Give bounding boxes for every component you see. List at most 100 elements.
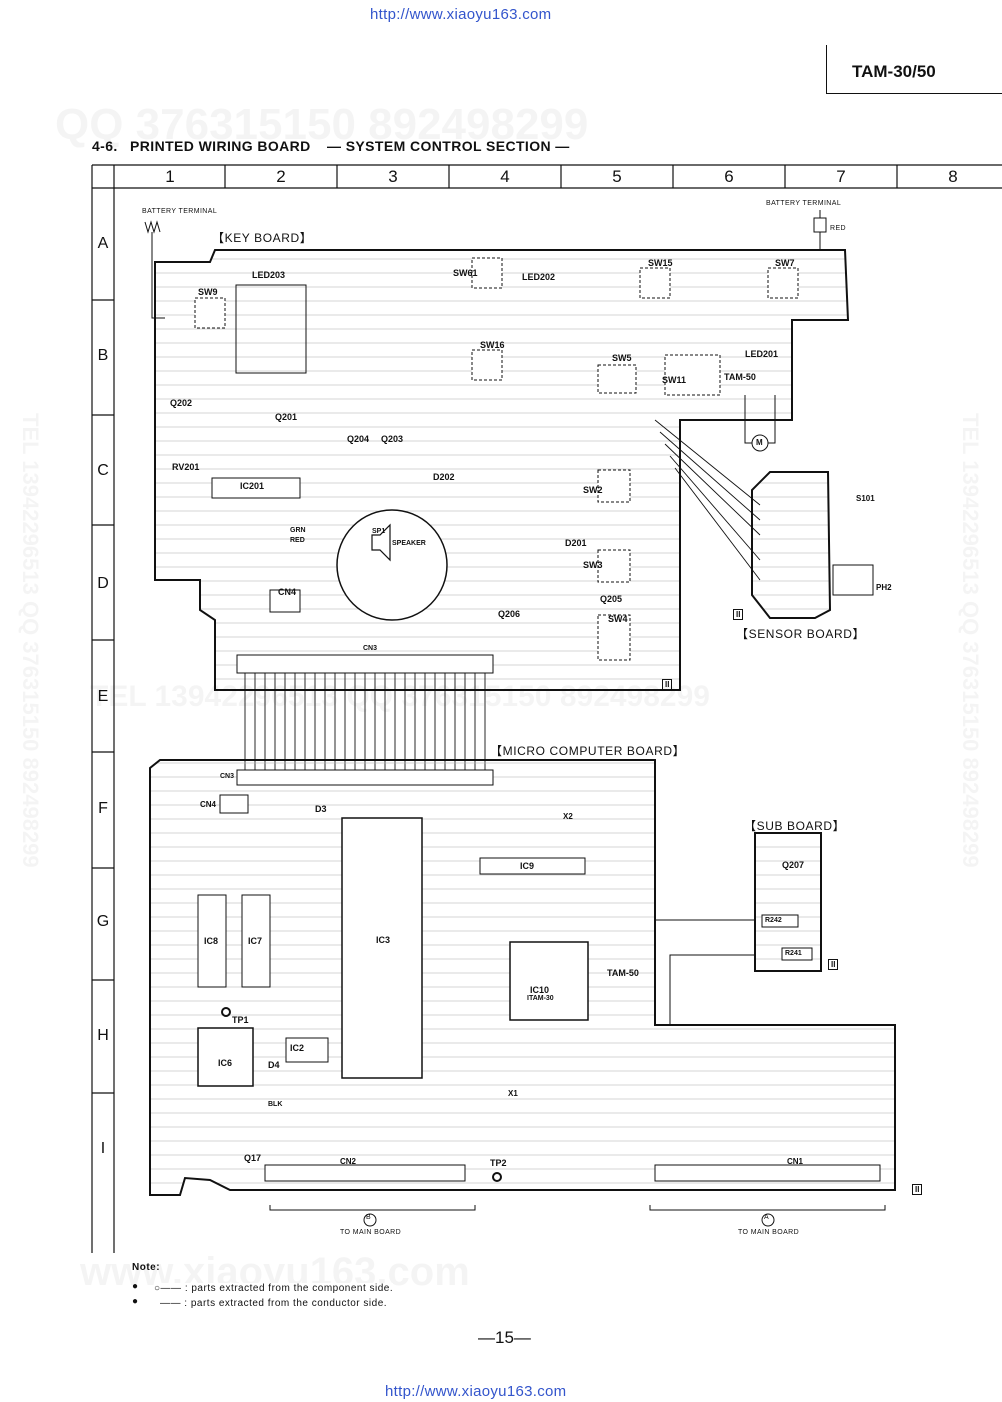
q207-label: Q207 bbox=[782, 860, 805, 870]
sensor-board-label: 【SENSOR BOARD】 bbox=[736, 627, 866, 641]
model-box: TAM-30/50 bbox=[826, 45, 1002, 94]
tam50-micro-label: TAM-50 bbox=[607, 968, 639, 978]
column-number-4: 4 bbox=[500, 167, 510, 186]
note-1-body: ○—— : parts extracted from the component… bbox=[154, 1283, 394, 1294]
x2-label: X2 bbox=[563, 812, 573, 821]
section-title: PRINTED WIRING BOARD bbox=[130, 138, 311, 154]
cn3-key-connector bbox=[236, 654, 494, 674]
ic8-label: IC8 bbox=[204, 936, 219, 946]
row-letter-c: C bbox=[97, 462, 109, 479]
ic10-label: IC10 bbox=[530, 985, 550, 995]
ic2-label: IC2 bbox=[290, 1043, 305, 1053]
cn1-connector bbox=[654, 1164, 881, 1182]
note-1-text: ○—— : parts extracted from the component… bbox=[154, 1283, 394, 1294]
mark-ii-sensor: II bbox=[733, 609, 744, 620]
r241-box bbox=[781, 947, 813, 961]
q206-label: Q206 bbox=[498, 609, 521, 619]
row-letter-g: G bbox=[96, 913, 110, 930]
tp1-point bbox=[221, 1007, 231, 1017]
note-1-bullet: ● bbox=[132, 1281, 139, 1292]
q17-label: Q17 bbox=[244, 1153, 262, 1163]
column-number-3: 3 bbox=[388, 167, 398, 186]
source-url-bottom[interactable]: http://www.xiaoyu163.com bbox=[385, 1383, 567, 1400]
cn4-micro-label: CN4 bbox=[200, 800, 217, 809]
sw11-box bbox=[664, 354, 721, 396]
blk-wire-label: BLK bbox=[268, 1101, 283, 1108]
d202-label: D202 bbox=[433, 472, 455, 482]
tam50-key-label: TAM-50 bbox=[724, 372, 756, 382]
sub-board-label: 【SUB BOARD】 bbox=[744, 819, 846, 833]
ic9-label: IC9 bbox=[520, 861, 535, 871]
to-main-board-a-label: TO MAIN BOARD bbox=[738, 1229, 800, 1236]
d4-label: D4 bbox=[268, 1060, 280, 1070]
tp2-label: TP2 bbox=[490, 1158, 507, 1168]
micro-computer-board-label: 【MICRO COMPUTER BOARD】 bbox=[490, 744, 686, 758]
ic201-body bbox=[211, 477, 301, 499]
battery-left-wire bbox=[151, 232, 165, 319]
x1-label: X1 bbox=[508, 1089, 518, 1098]
interconnect-wires bbox=[244, 673, 486, 770]
column-number-1: 1 bbox=[165, 167, 175, 186]
key-board-outline bbox=[154, 249, 850, 691]
note-2-text: —— : parts extracted from the conductor … bbox=[160, 1298, 388, 1309]
note-2-body: —— : parts extracted from the conductor … bbox=[160, 1298, 388, 1309]
r242-label: R242 bbox=[765, 917, 782, 924]
ic9-body bbox=[479, 857, 586, 875]
row-letter-b: B bbox=[97, 347, 109, 364]
sw5-label: SW5 bbox=[612, 353, 632, 363]
q203-label: Q203 bbox=[381, 434, 404, 444]
to-main-b-circle bbox=[363, 1213, 377, 1227]
note-title: Note: bbox=[132, 1262, 161, 1273]
source-url-top[interactable]: http://www.xiaoyu163.com bbox=[370, 6, 552, 23]
cn2-connector bbox=[264, 1164, 466, 1182]
d3-label: D3 bbox=[315, 804, 327, 814]
column-number-8: 8 bbox=[948, 167, 958, 186]
sw2-box bbox=[597, 469, 631, 503]
row-letter-e: E bbox=[97, 688, 109, 705]
ic3-body bbox=[341, 817, 423, 1079]
watermark-qq-top: QQ 376315150 892498299 bbox=[55, 100, 588, 150]
cn1-label: CN1 bbox=[787, 1157, 804, 1166]
tam30-micro-label: ITAM-30 bbox=[527, 995, 554, 1002]
motor-wires bbox=[744, 395, 776, 444]
row-letter-d: D bbox=[97, 575, 109, 592]
led201-label: LED201 bbox=[745, 349, 779, 359]
column-number-7: 7 bbox=[836, 167, 846, 186]
q202-label: Q202 bbox=[170, 398, 193, 408]
d201-label: D201 bbox=[565, 538, 587, 548]
sw4-box bbox=[597, 614, 631, 661]
rv201-label: RV201 bbox=[172, 462, 200, 472]
r241-label: R241 bbox=[785, 950, 802, 957]
cn2-label: CN2 bbox=[340, 1157, 357, 1166]
battery-right-terminal bbox=[813, 217, 827, 233]
sensor-wires bbox=[654, 419, 761, 581]
ic8-body bbox=[197, 894, 227, 988]
sw61-label: SW61 bbox=[453, 268, 478, 278]
sub-board-wires bbox=[654, 919, 755, 1025]
column-number-2: 2 bbox=[276, 167, 286, 186]
row-letter-f: F bbox=[98, 800, 108, 817]
ic6-label: IC6 bbox=[218, 1058, 233, 1068]
row-letter-h: H bbox=[97, 1027, 109, 1044]
to-main-b-mark: B bbox=[366, 1214, 371, 1221]
to-main-b-bracket bbox=[269, 1205, 476, 1211]
sp1-label: SP1 bbox=[372, 528, 386, 535]
q205-label: Q205 bbox=[600, 594, 623, 604]
sensor-board-outline bbox=[751, 471, 832, 619]
sw2-label: SW2 bbox=[583, 485, 603, 495]
column-number-5: 5 bbox=[612, 167, 622, 186]
ic10-body bbox=[509, 941, 589, 1021]
to-main-board-b-label: TO MAIN BOARD bbox=[340, 1229, 402, 1236]
battery-left-spring bbox=[144, 220, 161, 234]
r242-box bbox=[761, 914, 799, 928]
grn-wire-label: GRN bbox=[290, 527, 306, 534]
to-main-a-mark: A bbox=[764, 1214, 769, 1221]
cn3-micro-label: CN3 bbox=[220, 773, 235, 780]
cn4-micro-connector bbox=[219, 794, 249, 814]
led202-label: LED202 bbox=[522, 272, 556, 282]
speaker-label: SPEAKER bbox=[392, 540, 426, 547]
cn4-key-connector bbox=[269, 589, 301, 613]
sw16-label: SW16 bbox=[480, 340, 505, 350]
q204-label: Q204 bbox=[347, 434, 370, 444]
